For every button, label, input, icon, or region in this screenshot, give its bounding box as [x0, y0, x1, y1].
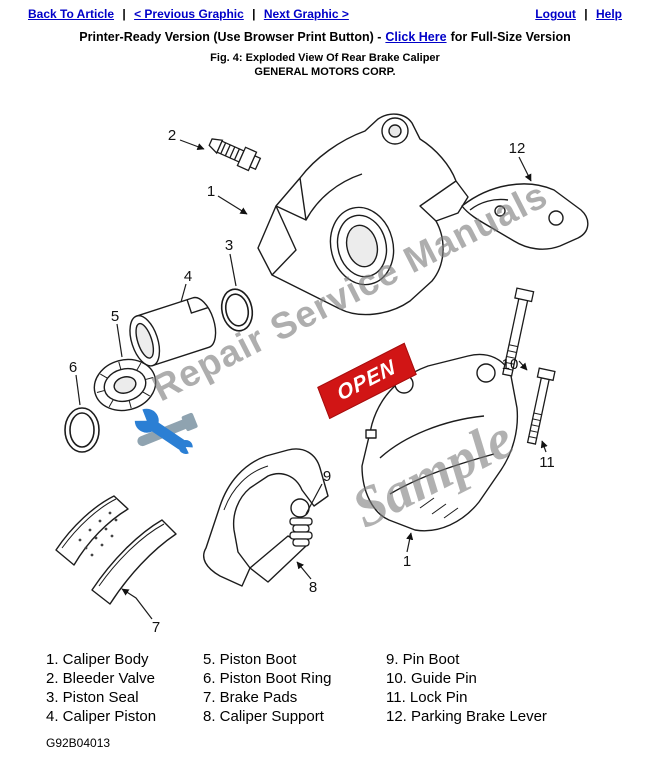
callout-caliper-body-2: 1 [403, 553, 411, 570]
guide-pin-drawing [502, 287, 535, 377]
page-title: Printer-Ready Version (Use Browser Print… [0, 30, 650, 44]
caliper-support-drawing [202, 448, 329, 587]
legend-item-1: 1. Caliper Body [46, 651, 149, 668]
brake-caliper-exploded-diagram: 2 1 12 3 4 5 6 10 11 9 8 1 7 Repair Serv… [0, 78, 650, 644]
top-nav: Back To Article | < Previous Graphic | N… [0, 0, 650, 23]
figure-caption: Fig. 4: Exploded View Of Rear Brake Cali… [210, 52, 440, 64]
legend-column-1: 1. Caliper Body 2. Bleeder Valve 3. Pist… [46, 650, 203, 726]
caliper-assembly-drawing [361, 353, 519, 532]
lock-pin-drawing [526, 367, 556, 445]
full-size-version-link[interactable]: Click Here [385, 30, 447, 44]
legend-column-3: 9. Pin Boot 10. Guide Pin 11. Lock Pin 1… [386, 650, 547, 726]
callout-lock-pin: 11 [539, 454, 555, 471]
legend-item-2: 2. Bleeder Valve [46, 670, 155, 687]
parts-legend: 1. Caliper Body 2. Bleeder Valve 3. Pist… [0, 650, 650, 726]
callout-piston-seal: 3 [225, 237, 233, 254]
callout-brake-pads: 7 [152, 619, 160, 636]
legend-item-10: 10. Guide Pin [386, 670, 477, 687]
legend-item-3: 3. Piston Seal [46, 689, 139, 706]
diagram-line-art: 2 1 12 3 4 5 6 10 11 9 8 1 7 [55, 113, 589, 636]
caliper-body-drawing [257, 113, 469, 316]
legend-column-2: 5. Piston Boot 6. Piston Boot Ring 7. Br… [203, 650, 386, 726]
legend-item-11: 11. Lock Pin [386, 689, 468, 706]
piston-boot-ring-drawing [64, 407, 100, 453]
separator: | [122, 7, 126, 21]
figure-code: G92B04013 [46, 736, 111, 750]
legend-item-5: 5. Piston Boot [203, 651, 297, 668]
logout-link[interactable]: Logout [535, 7, 576, 21]
callout-parking-lever: 12 [509, 140, 526, 157]
title-prefix: Printer-Ready Version (Use Browser Print… [79, 30, 382, 44]
callout-pin-boot: 9 [323, 468, 331, 485]
back-to-article-link[interactable]: Back To Article [28, 7, 115, 21]
bleeder-valve-drawing [208, 138, 262, 172]
separator: | [252, 7, 256, 21]
callout-leader-lines [75, 139, 548, 620]
legend-item-6: 6. Piston Boot Ring [203, 670, 332, 687]
piston-boot-drawing [93, 358, 157, 412]
callout-caliper-support: 8 [309, 579, 317, 596]
help-link[interactable]: Help [595, 7, 622, 21]
legend-item-8: 8. Caliper Support [203, 708, 324, 725]
separator: | [584, 7, 588, 21]
legend-item-12: 12. Parking Brake Lever [386, 708, 547, 725]
previous-graphic-link[interactable]: < Previous Graphic [134, 7, 244, 21]
next-graphic-link[interactable]: Next Graphic > [263, 7, 349, 21]
parking-brake-lever-drawing [461, 183, 589, 250]
callout-guide-pin: 10 [502, 356, 519, 373]
manufacturer-name: GENERAL MOTORS CORP. [254, 66, 396, 78]
callout-caliper-piston: 4 [184, 268, 192, 285]
callout-piston-boot: 5 [111, 308, 119, 325]
legend-item-4: 4. Caliper Piston [46, 708, 157, 725]
callout-bleeder-valve: 2 [168, 127, 176, 144]
piston-seal-drawing [220, 288, 254, 332]
brake-pads-drawing [55, 495, 177, 605]
legend-item-7: 7. Brake Pads [203, 689, 298, 706]
pin-boot-drawing [289, 517, 313, 547]
title-suffix: for Full-Size Version [450, 30, 571, 44]
caliper-piston-drawing [129, 296, 217, 367]
nav-right: Logout | Help [535, 7, 622, 21]
callout-caliper-body: 1 [207, 183, 215, 200]
callout-boot-ring: 6 [69, 359, 77, 376]
nav-left: Back To Article | < Previous Graphic | N… [28, 7, 349, 21]
legend-item-9: 9. Pin Boot [386, 651, 460, 668]
